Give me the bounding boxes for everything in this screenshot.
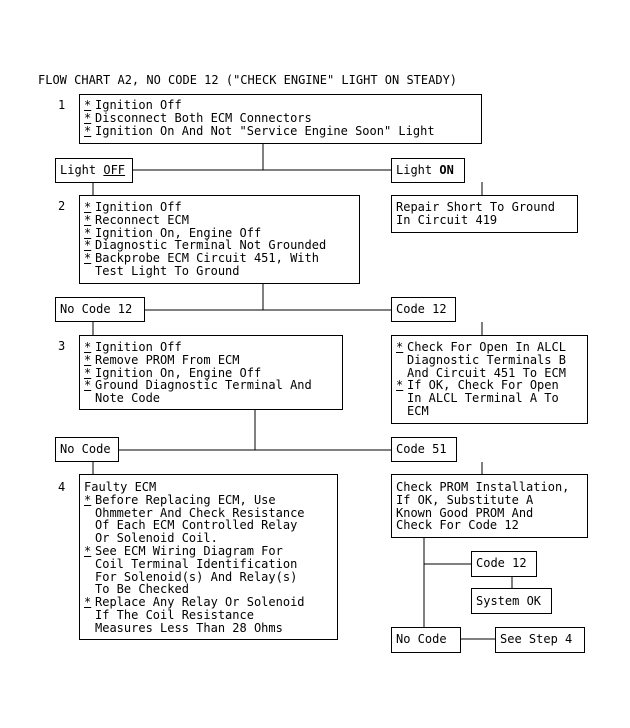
step-2-line: *Reconnect ECM (84, 212, 189, 227)
step-2-line: Test Light To Ground (95, 263, 240, 278)
result-system-ok-box: System OK (471, 588, 552, 614)
step-2-line: *Ignition Off (84, 200, 182, 214)
step-1-line: *Ignition On And Not "Service Engine Soo… (84, 123, 435, 138)
light-on-emphasis: ON (439, 163, 454, 177)
branch-code-12: Code 12 (391, 297, 456, 322)
step-1-line: *Disconnect Both ECM Connectors (84, 110, 312, 125)
chart-title: FLOW CHART A2, NO CODE 12 ("CHECK ENGINE… (38, 73, 458, 87)
branch-light-off: Light OFF (55, 158, 133, 183)
step-1-line: *Ignition Off (84, 98, 182, 112)
branch-no-code-b: No Code (391, 627, 461, 653)
branch-code-51: Code 51 (391, 437, 457, 462)
step-1-box: *Ignition Off *Disconnect Both ECM Conne… (79, 94, 482, 144)
step-3-box: *Ignition Off *Remove PROM From ECM *Ign… (79, 335, 343, 410)
step-3-line: *Ground Diagnostic Terminal And (84, 378, 312, 393)
step-3-line: *Remove PROM From ECM (84, 352, 240, 367)
step-4-box: Faulty ECM *Before Replacing ECM, Use Oh… (79, 474, 338, 640)
step-1-number: 1 (58, 98, 66, 112)
step-3-number: 3 (58, 339, 66, 353)
result-repair-short-box: Repair Short To Ground In Circuit 419 (391, 195, 578, 233)
step-2-box: *Ignition Off *Reconnect ECM *Ignition O… (79, 195, 360, 284)
branch-no-code: No Code (55, 437, 119, 462)
step-3-line: Note Code (95, 391, 161, 406)
result-check-open-box: *Check For Open In ALCL Diagnostic Termi… (391, 335, 588, 424)
step-3-line: *Ignition Off (84, 340, 182, 354)
branch-code-12-b: Code 12 (471, 551, 537, 577)
step-4-number: 4 (58, 480, 66, 494)
branch-no-code-12: No Code 12 (55, 297, 145, 322)
result-see-step-4-box: See Step 4 (495, 627, 585, 653)
light-off-emphasis: OFF (103, 163, 126, 177)
step-2-number: 2 (58, 199, 66, 213)
step-2-line: *Backprobe ECM Circuit 451, With (84, 251, 319, 266)
step-2-line: *Ignition On, Engine Off (84, 225, 262, 240)
branch-light-on: Light ON (391, 158, 465, 183)
result-check-prom-box: Check PROM Installation, If OK, Substitu… (391, 474, 588, 538)
step-2-line: *Diagnostic Terminal Not Grounded (84, 238, 327, 253)
step-3-line: *Ignition On, Engine Off (84, 365, 262, 380)
